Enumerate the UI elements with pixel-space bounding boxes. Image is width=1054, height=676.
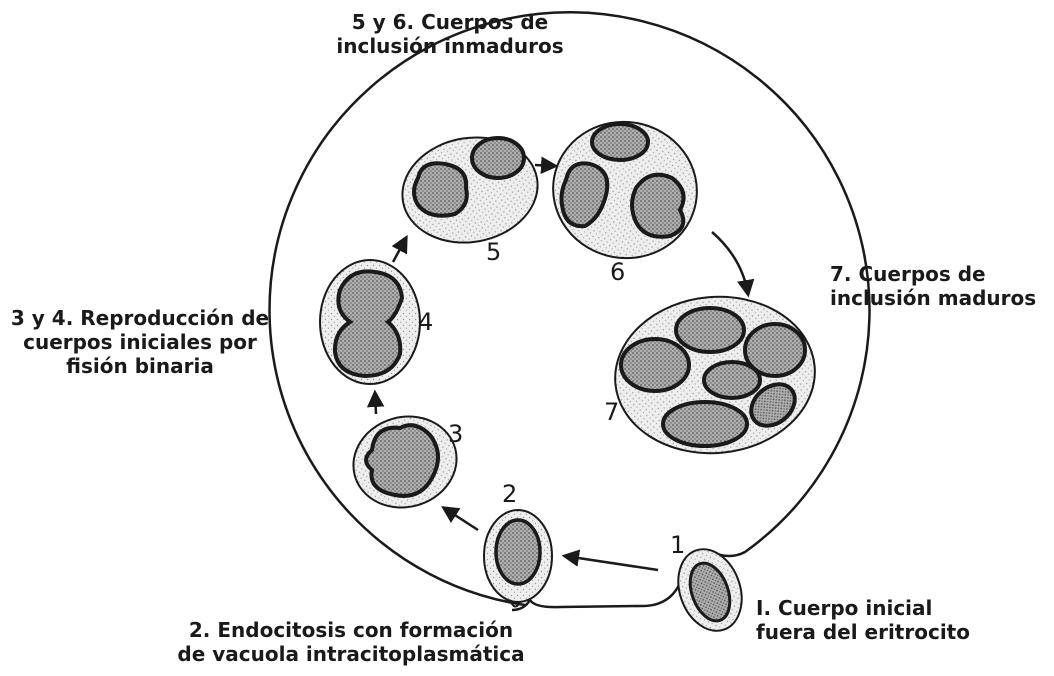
- stage-number-4: 4: [418, 308, 433, 336]
- stage-number-2: 2: [502, 480, 517, 508]
- caption-stage-7: 7. Cuerpos de inclusión maduros: [830, 262, 1050, 310]
- caption-line: inclusión maduros: [830, 286, 1050, 310]
- stage-number-7: 7: [604, 398, 619, 426]
- caption-stage-2: 2. Endocitosis con formación de vacuola …: [166, 618, 536, 666]
- inclusion-body-5: [394, 127, 546, 253]
- arrow-5-to-6: [535, 165, 555, 166]
- inclusion-body-4: [320, 260, 420, 384]
- caption-line: 7. Cuerpos de: [830, 262, 1050, 286]
- arrow-3-to-4: [375, 393, 376, 414]
- stage-number-5: 5: [486, 238, 501, 266]
- caption-line: 5 y 6. Cuerpos de: [330, 10, 570, 34]
- caption-line: inclusión inmaduros: [330, 34, 570, 58]
- caption-line: fuera del eritrocito: [756, 620, 1026, 644]
- caption-line: 2. Endocitosis con formación: [166, 618, 536, 642]
- stage-number-1: 1: [670, 531, 685, 559]
- stage-number-3: 3: [448, 420, 463, 448]
- endocytic-vacuole-2: [484, 510, 552, 607]
- caption-line: fisión binaria: [2, 354, 278, 378]
- stage-number-6: 6: [610, 258, 625, 286]
- caption-stage-5-6: 5 y 6. Cuerpos de inclusión inmaduros: [330, 10, 570, 58]
- caption-line: I. Cuerpo inicial: [756, 596, 1026, 620]
- inclusion-body-7: [609, 289, 822, 462]
- caption-line: 3 y 4. Reproducción de: [2, 306, 278, 330]
- inclusion-body-6: [542, 111, 707, 270]
- arrow-6-to-7: [712, 232, 748, 294]
- arrow-2-to-3: [444, 508, 478, 530]
- caption-line: cuerpos iniciales por: [2, 330, 278, 354]
- caption-stage-3-4: 3 y 4. Reproducción de cuerpos iniciales…: [2, 306, 278, 378]
- arrow-4-to-5: [393, 238, 406, 262]
- caption-line: de vacuola intracitoplasmática: [166, 642, 536, 666]
- caption-stage-1: I. Cuerpo inicial fuera del eritrocito: [756, 596, 1026, 644]
- arrow-1-to-2: [565, 556, 658, 570]
